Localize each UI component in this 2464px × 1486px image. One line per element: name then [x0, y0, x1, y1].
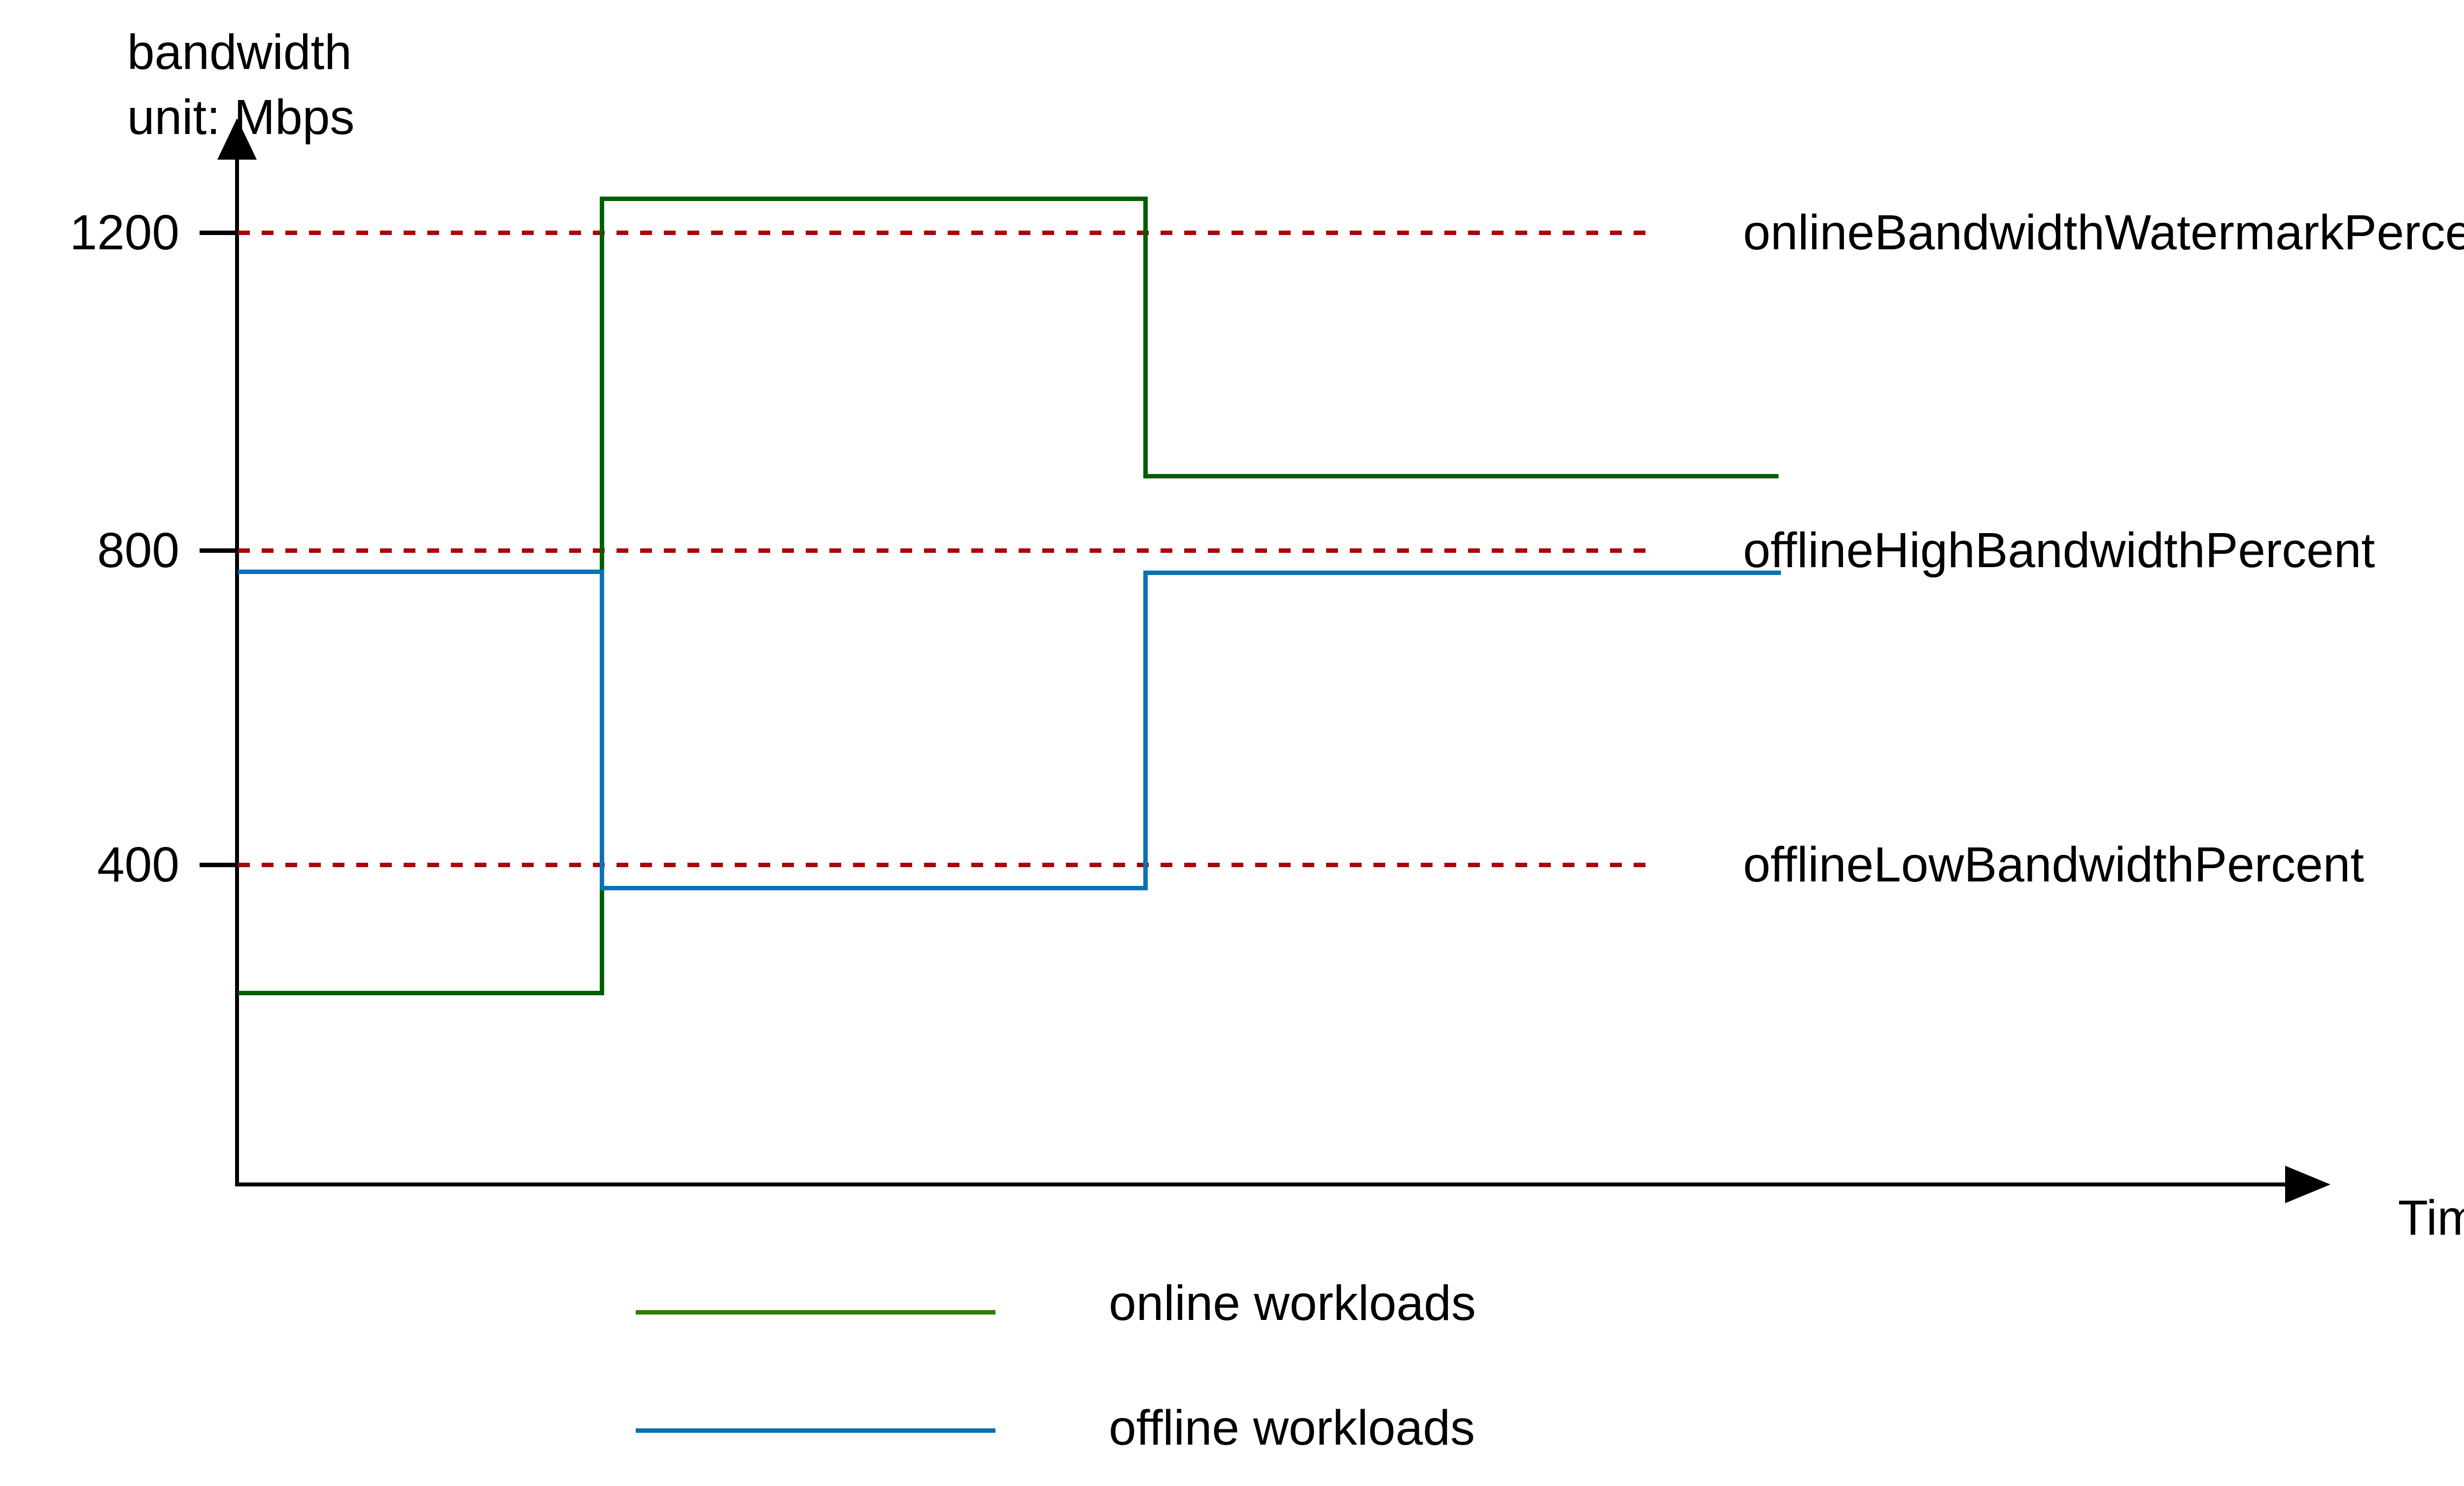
online-series-step-down	[1143, 197, 1148, 478]
offline-series-step-up	[1143, 571, 1148, 890]
y-axis	[235, 148, 239, 1186]
y-tick-label-1200: 1200	[69, 205, 179, 260]
threshold-label-watermark: onlineBandwidthWatermarkPercent	[1743, 205, 2464, 260]
offline-series-segment-low	[600, 886, 1148, 890]
x-axis	[235, 1182, 2286, 1186]
y-axis-arrow-icon	[217, 118, 257, 160]
y-tick-1200	[200, 231, 237, 235]
legend-offline-swatch	[636, 1428, 995, 1433]
offline-series-step-down	[600, 570, 604, 890]
threshold-line-watermark	[238, 231, 1646, 235]
y-tick-400	[200, 863, 237, 867]
online-series-segment-high	[600, 197, 1148, 201]
online-series-segment-mid	[1143, 474, 1779, 478]
threshold-line-offline-low	[238, 863, 1646, 867]
online-series-segment-low	[238, 991, 604, 995]
threshold-label-offline-low: offlineLowBandwidthPercent	[1743, 837, 2364, 892]
y-axis-title-line1: bandwidth	[127, 25, 352, 80]
threshold-label-offline-high: offlineHighBandwidthPercent	[1743, 523, 2375, 578]
y-tick-label-800: 800	[97, 523, 179, 578]
x-axis-arrow-icon	[2285, 1166, 2330, 1203]
legend-online-swatch	[636, 1310, 995, 1315]
threshold-line-offline-high	[238, 548, 1646, 553]
y-tick-800	[200, 548, 237, 553]
x-axis-label: Time	[2398, 1190, 2464, 1246]
offline-series-segment-high-1	[238, 570, 604, 574]
legend-online-label: online workloads	[1109, 1276, 1476, 1331]
legend-offline-label: offline workloads	[1109, 1400, 1475, 1455]
y-tick-label-400: 400	[97, 837, 179, 892]
offline-series-segment-high-2	[1143, 571, 1781, 575]
y-axis-title: bandwidth unit: Mbps	[127, 20, 354, 150]
